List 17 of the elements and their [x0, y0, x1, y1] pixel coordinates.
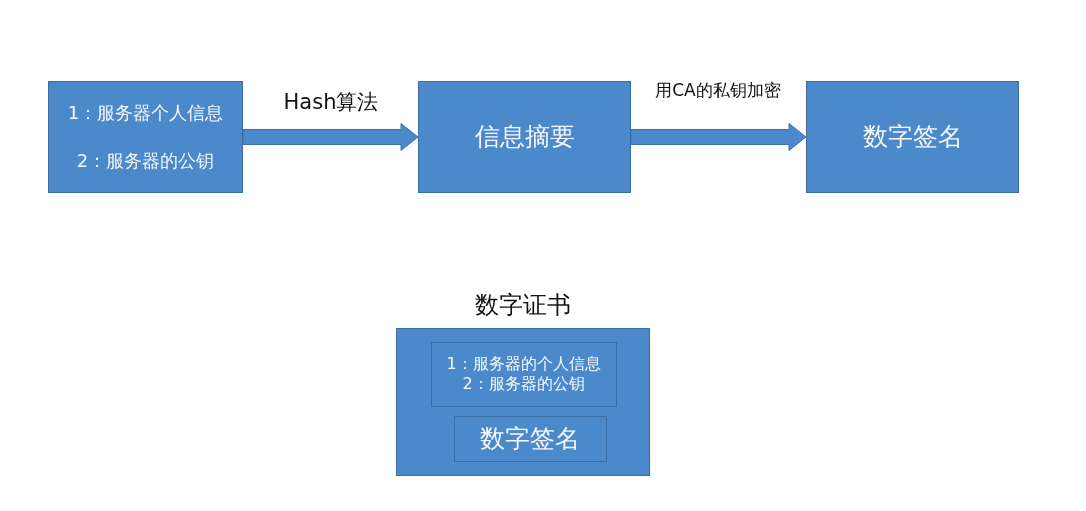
box-title: 数字证书	[474, 290, 572, 320]
box-label: 信息摘要	[474, 121, 575, 153]
box-label: 1：服务器的个人信息	[446, 354, 601, 374]
info-box	[48, 81, 243, 193]
box-label: 数字签名	[480, 422, 580, 455]
box-label: 2：服务器的公钥	[76, 150, 215, 173]
box-label: 数字签名	[862, 121, 963, 153]
edge-label: Hash算法	[283, 89, 379, 116]
process-box	[418, 81, 631, 193]
info-box	[430, 341, 617, 407]
edge-label: 用CA的私钥加密	[655, 80, 781, 102]
box-label: 2：服务器的公钥	[462, 374, 585, 394]
arrow	[630, 123, 807, 151]
signature-box	[453, 415, 607, 462]
arrow	[242, 123, 419, 151]
box-label: 1：服务器个人信息	[67, 101, 224, 124]
process-box	[806, 81, 1019, 193]
